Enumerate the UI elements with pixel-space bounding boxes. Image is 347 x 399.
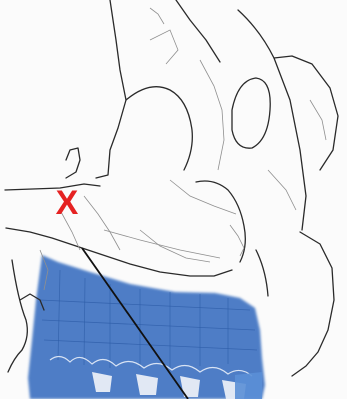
landmark-x-marker: X [52,185,82,221]
teeth-highlight-region [28,255,265,399]
